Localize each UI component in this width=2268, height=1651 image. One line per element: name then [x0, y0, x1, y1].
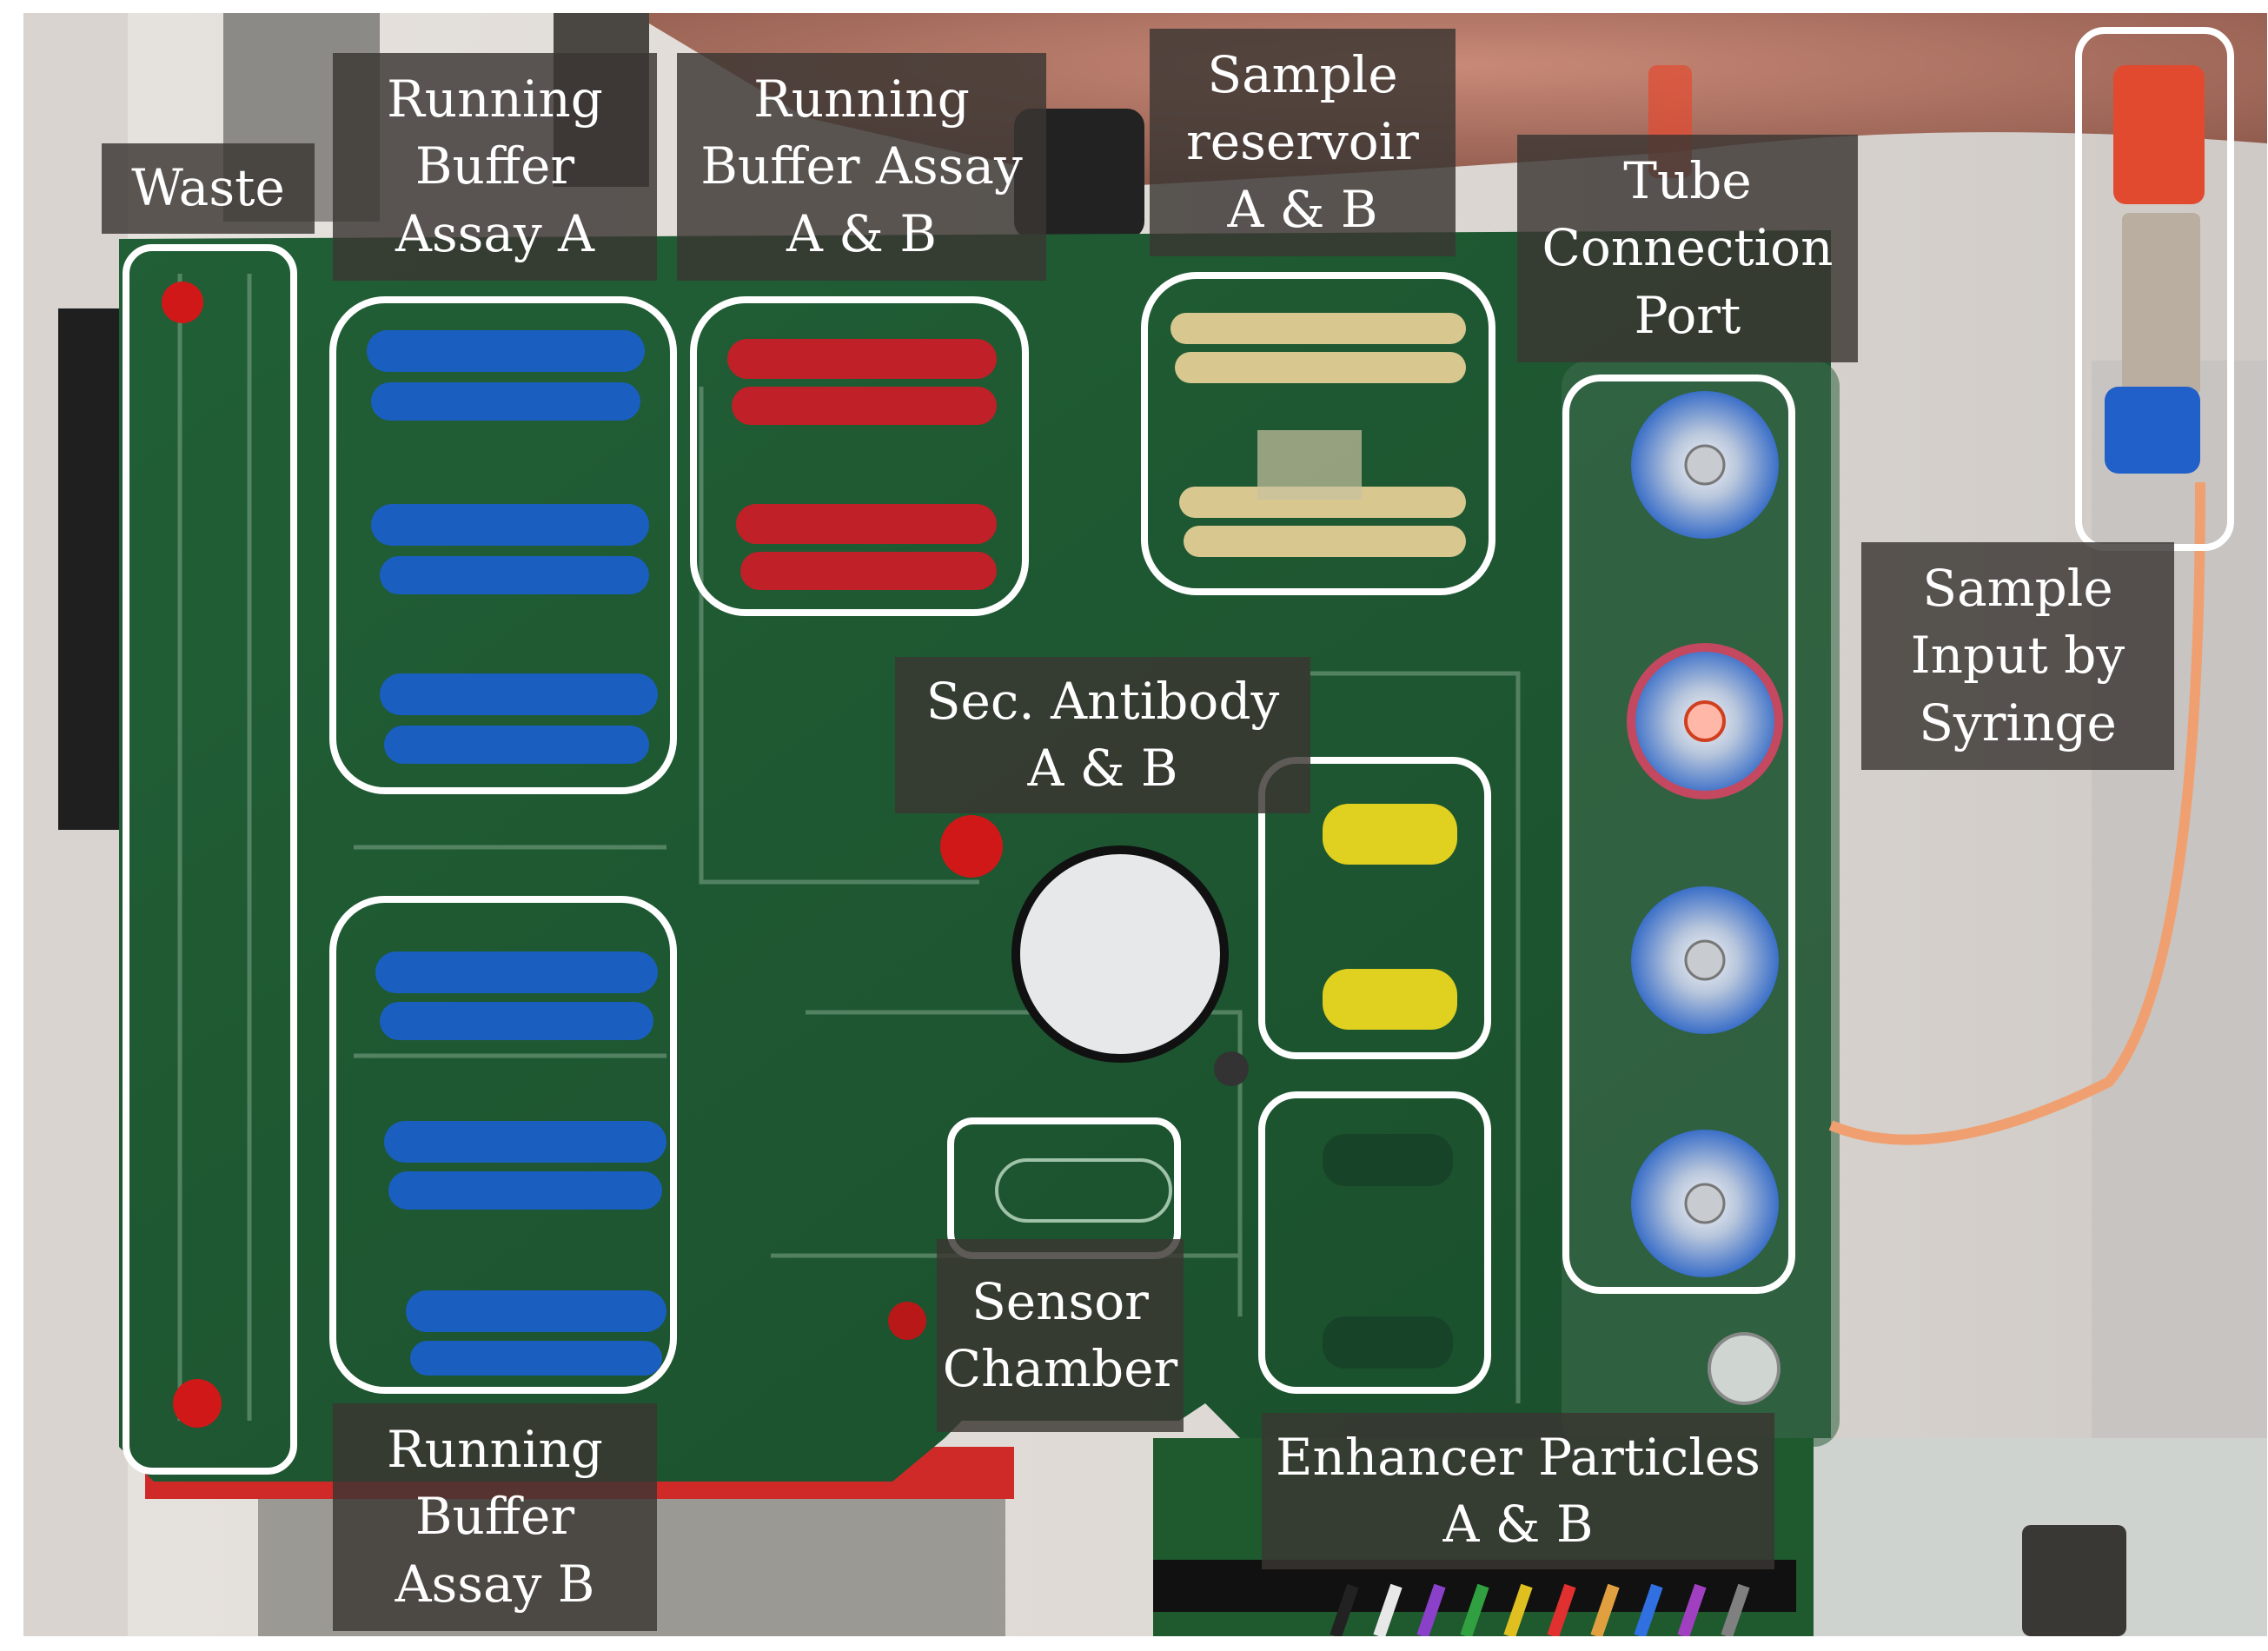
label-line: A & B	[786, 203, 937, 263]
frame-sec-antibody	[1258, 757, 1491, 1059]
sample-reservoirs	[1170, 313, 1466, 557]
orange-tubing	[1828, 481, 2205, 1145]
screw	[1214, 1051, 1249, 1086]
red-reservoirs	[727, 339, 997, 590]
label-line: Syringe	[1919, 693, 2117, 753]
yellow-reservoirs	[1323, 804, 1457, 1030]
frame-enhancer	[1258, 1091, 1491, 1394]
red-valves	[162, 282, 1003, 1428]
ribbon-cable	[1330, 1583, 1750, 1636]
instrument-block	[2022, 1525, 2126, 1636]
label-line: Sec. Antibody	[925, 671, 1280, 731]
label-line: Chamber	[942, 1339, 1178, 1398]
frame-tube-connection	[1562, 375, 1795, 1294]
black-mount	[1014, 109, 1144, 239]
label-line: A & B	[1027, 739, 1178, 798]
frame-waste	[123, 244, 297, 1475]
label-sec-antibody: Sec. Antibody A & B	[895, 657, 1310, 813]
label-line: Port	[1634, 285, 1741, 345]
label-line: Buffer	[414, 136, 575, 196]
label-line: Input by	[1910, 626, 2125, 686]
label-line: Sample	[1922, 559, 2113, 619]
label-line: Buffer Assay	[700, 136, 1023, 196]
label-line: Connection	[1542, 218, 1834, 278]
label-enhancer-particles: Enhancer Particles A & B	[1262, 1413, 1774, 1569]
label-line: Sample	[1207, 45, 1398, 105]
frame-sample-reservoir	[1141, 272, 1495, 595]
label-line: Tube	[1623, 151, 1752, 211]
label-line: Assay A	[395, 203, 595, 263]
label-line: Buffer	[414, 1487, 575, 1547]
label-line: Running	[387, 1420, 603, 1480]
label-sensor-chamber: Sensor Chamber	[937, 1239, 1184, 1432]
label-line: Enhancer Particles	[1276, 1427, 1761, 1487]
frame-running-buffer-ab	[690, 296, 1029, 616]
label-running-buffer-assay-ab: Running Buffer Assay A & B	[677, 53, 1046, 281]
channel-lines	[177, 274, 1521, 1421]
sensor-disc	[1011, 845, 1229, 1063]
frame-running-buffer-b	[329, 896, 677, 1394]
blue-reservoirs-b	[375, 951, 666, 1376]
label-sample-reservoir: Sample reservoir A & B	[1150, 29, 1456, 256]
label-running-buffer-assay-a: Running Buffer Assay A	[333, 53, 657, 281]
tube-ports	[1627, 391, 1783, 1405]
label-line: Assay B	[395, 1554, 595, 1614]
blue-reservoirs-a	[367, 330, 658, 764]
label-waste: Waste	[102, 143, 315, 234]
label-line: A & B	[1227, 179, 1378, 239]
label-line: A & B	[1442, 1495, 1594, 1554]
label-running-buffer-assay-b: Running Buffer Assay B	[333, 1403, 657, 1631]
label-sample-input-by-syringe: Sample Input by Syringe	[1861, 542, 2174, 770]
dark-reservoirs	[1323, 1134, 1453, 1369]
sensor-channel	[995, 1158, 1172, 1223]
label-line: Sensor	[972, 1271, 1149, 1331]
label-line: Running	[753, 70, 970, 129]
label-waste-line1: Waste	[131, 158, 285, 218]
label-line: Running	[387, 70, 603, 129]
label-tube-connection-port: Tube Connection Port	[1517, 135, 1858, 362]
frame-running-buffer-a	[329, 296, 677, 794]
label-line: reservoir	[1186, 112, 1419, 172]
highlight-frames	[123, 27, 2234, 1475]
